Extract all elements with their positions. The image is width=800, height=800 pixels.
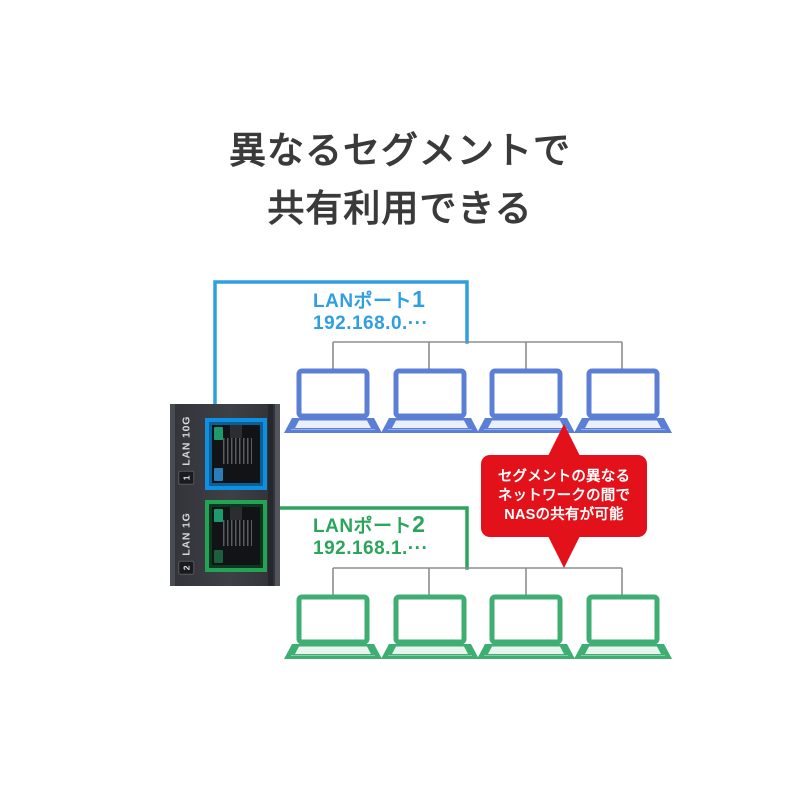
laptop-green-4: [574, 594, 672, 659]
nas-port1-badge: 1: [178, 470, 194, 485]
nas-port2-badge: 2: [178, 560, 194, 575]
laptop-blue-1: [284, 368, 382, 433]
lan-port-1-label: LANポート1 192.168.0.···: [313, 286, 429, 334]
laptop-blue-2: [381, 368, 479, 433]
shared-access-callout-text: セグメントの異なる ネットワークの間で NASの共有が可能: [481, 455, 647, 537]
callout-line-1: セグメントの異なる: [497, 468, 631, 485]
callout-line-2: ネットワークの間で: [497, 487, 631, 504]
rj45-pins: [222, 437, 253, 465]
lan-port-1-name: LANポート1: [313, 286, 428, 313]
lan-port-2-name-text: LANポート: [313, 516, 413, 537]
lan-port-1-number: 1: [412, 286, 426, 312]
rj45-notch: [230, 425, 242, 443]
nas-panel-edge-left: [170, 404, 175, 586]
rj45-pins: [222, 519, 253, 547]
nas-ethernet-port-2[interactable]: [205, 500, 267, 572]
port2-led-activity: [214, 550, 223, 563]
network-green-links: [216, 506, 623, 598]
nas-panel-edge-right: [268, 404, 273, 586]
laptop-green-1: [284, 594, 382, 659]
port1-led-link: [214, 427, 223, 440]
lan-port-2-label: LANポート2 192.168.1.···: [313, 511, 429, 559]
lan-port-2-name: LANポート2: [313, 511, 428, 538]
rj45-notch: [230, 507, 242, 525]
port1-led-activity: [214, 468, 223, 481]
lan-port-1-name-text: LANポート: [313, 291, 413, 312]
nas-ethernet-port-1[interactable]: [205, 418, 267, 490]
shared-access-callout-shape: [481, 424, 647, 568]
blue-client-laptops: [284, 368, 672, 433]
nas-port1-label: LAN 10G: [180, 415, 192, 466]
page-title-line-1: 異なるセグメントで: [229, 130, 571, 171]
page-title: 異なるセグメントで 共有利用できる: [0, 122, 800, 238]
laptop-blue-3: [477, 368, 575, 433]
port2-led-link: [214, 509, 223, 522]
laptop-green-2: [381, 594, 479, 659]
lan-port-2-ip: 192.168.1.···: [313, 537, 429, 559]
blue-trunk-line: [213, 280, 469, 410]
green-client-laptops: [284, 594, 672, 659]
nas-port2-marking: 2 LAN 1G: [178, 501, 194, 575]
nas-port2-label: LAN 1G: [180, 512, 192, 556]
page-title-line-2: 共有利用できる: [267, 188, 533, 229]
green-trunk-line: [216, 506, 469, 570]
lan-port-2-number: 2: [412, 511, 426, 537]
laptop-blue-4: [574, 368, 672, 433]
nas-port1-marking: 1 LAN 10G: [178, 411, 194, 485]
laptop-green-3: [477, 594, 575, 659]
nas-panel-edge-right-outer: [275, 404, 280, 586]
callout-line-3: NASの共有が可能: [504, 506, 624, 523]
shared-access-callout: セグメントの異なる ネットワークの間で NASの共有が可能: [481, 455, 647, 537]
lan-port-1-ip: 192.168.0.···: [313, 312, 429, 334]
nas-device-panel: 1 LAN 10G 2 LAN 1G: [170, 404, 280, 586]
network-blue-links: [213, 280, 623, 410]
